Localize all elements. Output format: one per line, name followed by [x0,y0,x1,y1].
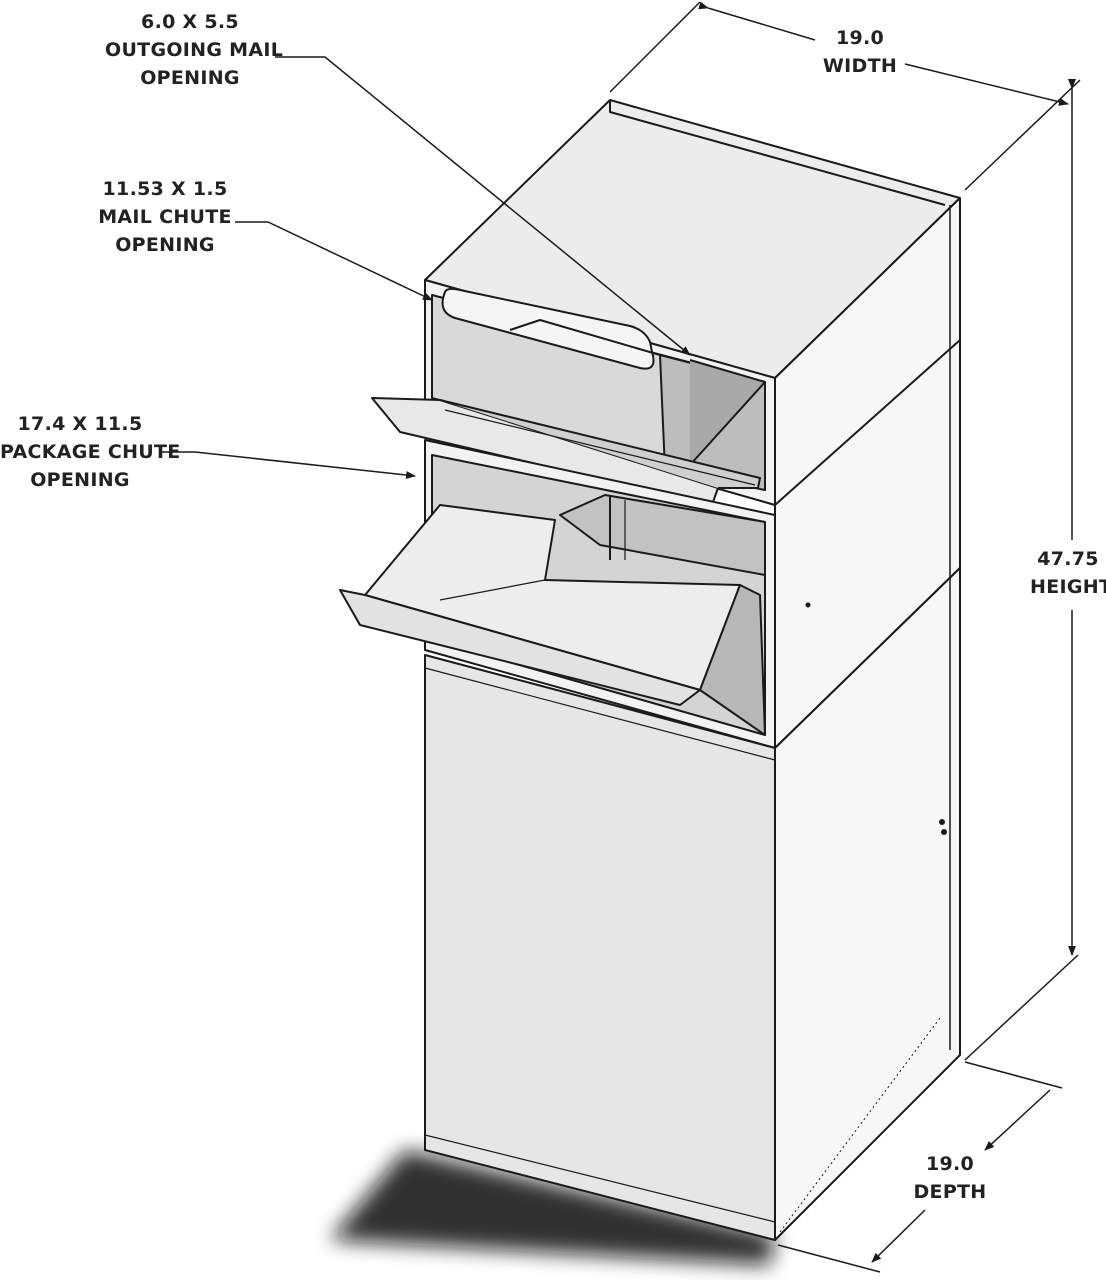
mail-chute-callout: 11.53 X 1.5 MAIL CHUTE OPENING [95,175,235,259]
mail-chute-dimension: 11.53 X 1.5 [102,178,228,200]
side-dot [805,602,811,608]
outgoing-mail-dimension: 6.0 X 5.5 [141,11,239,33]
package-chute-callout: 17.4 X 11.5 PACKAGE CHUTE OPENING [0,410,181,494]
depth-ext-left [777,1244,881,1273]
front-lower-panel [424,654,776,1241]
package-chute-side [699,584,766,736]
outgoing-mail-line2: OPENING [140,67,240,89]
width-dim-line-a [698,1,816,41]
height-ext-bottom [964,954,1079,1061]
depth-dim-line-a [984,1089,1051,1151]
package-chute-leader [162,451,416,480]
lower-base-line [424,1134,776,1223]
package-chute-line2: OPENING [30,469,130,491]
flap-rail [444,409,756,486]
width-dimension-label: 19.0 WIDTH [815,24,905,80]
hinge-dot-2 [941,829,947,835]
mail-chute-flap-lip [439,399,761,489]
compartment-wall [689,359,766,466]
ground-shadow [330,1150,775,1265]
lower-top-line [424,667,776,761]
mail-chute-line2: OPENING [115,234,215,256]
mail-chute-slot [441,287,655,370]
height-value: 47.75 [1037,548,1099,570]
top-lid-edge [609,100,946,206]
depth-value: 19.0 [925,1153,975,1175]
width-dim-line-b [904,63,1069,106]
package-chute-dimension: 17.4 X 11.5 [17,413,143,435]
height-dimension-label: 47.75 HEIGHT [1030,545,1106,601]
outgoing-mail-callout: 6.0 X 5.5 OUTGOING MAIL OPENING [105,8,284,92]
width-label: WIDTH [822,55,898,77]
mail-chute-line1: MAIL CHUTE [98,206,232,228]
upper-interior-shelf [509,319,661,356]
package-chute-line1: PACKAGE CHUTE [0,441,181,463]
mail-chute-flap [371,397,719,506]
depth-label: DEPTH [913,1181,987,1203]
width-ext-right [964,79,1081,191]
hinge-dot-1 [939,819,945,825]
width-ext-left [609,1,701,93]
depth-ext-right [964,1061,1063,1089]
package-interior-back [559,494,766,576]
width-value: 19.0 [835,27,885,49]
outgoing-mail-line1: OUTGOING MAIL [105,39,284,61]
right-seam-1 [774,339,961,506]
depth-dimension-label: 19.0 DEPTH [905,1150,995,1206]
outgoing-mail-leader [275,56,691,356]
tray-crease [439,579,546,601]
package-chute-lip [339,589,701,706]
mail-chute-leader [235,221,433,301]
depth-dim-line-b [871,1209,926,1263]
height-label: HEIGHT [1030,576,1106,598]
